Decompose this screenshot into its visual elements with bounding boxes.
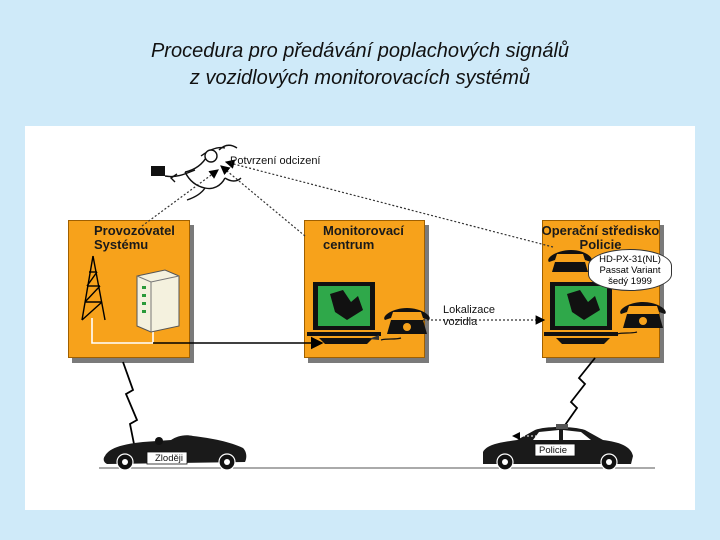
monitoring-phone-icon (380, 308, 430, 341)
radio-tower-icon (81, 255, 106, 321)
police-center-label: Operační středisko Policie (541, 223, 660, 252)
server-icon (136, 269, 180, 333)
police-car-icon (483, 424, 633, 471)
police-to-confirmation-arrow (224, 159, 554, 248)
police-phone-icon (616, 302, 666, 335)
police-car-label: Policie (539, 445, 567, 456)
lightning-bolt-right (562, 357, 596, 429)
monitoring-computer-icon (307, 282, 381, 344)
operator-label: Provozovatel Systému (94, 223, 175, 252)
thief-car-icon (103, 435, 247, 471)
monitoring-center-label: Monitorovací centrum (323, 223, 404, 252)
running-thief-icon (151, 144, 242, 201)
vehicle-info-card: HD-PX-31(NL) Passat Variant šedý 1999 (588, 249, 672, 291)
operator-to-confirmation-arrow (141, 169, 219, 227)
lightning-bolt-left (122, 361, 139, 445)
monitoring-to-confirmation-arrow (220, 165, 306, 237)
police-computer-icon (544, 282, 618, 344)
theft-confirmation-label: Potvrzení odcizení (230, 155, 321, 167)
operator-to-monitoring-line (91, 318, 154, 344)
police-desk-phone-icon (548, 250, 592, 272)
vehicle-model: Passat Variant (599, 265, 661, 276)
thief-car-label: Zloději (155, 453, 183, 464)
diagram-graphics (81, 144, 666, 471)
localization-label: Lokalizace vozidla (443, 304, 495, 328)
slide-title: Procedura pro předávání poplachových sig… (0, 38, 720, 92)
title-line-2: z vozidlových monitorovacích systémů (189, 67, 531, 89)
vehicle-plate: HD-PX-31(NL) (599, 254, 661, 265)
diagram-panel: Potvrzení odcizení Provozovatel Systému … (25, 126, 695, 510)
vehicle-color-year: šedý 1999 (608, 276, 652, 287)
title-line-1: Procedura pro předávání poplachových sig… (150, 40, 570, 62)
